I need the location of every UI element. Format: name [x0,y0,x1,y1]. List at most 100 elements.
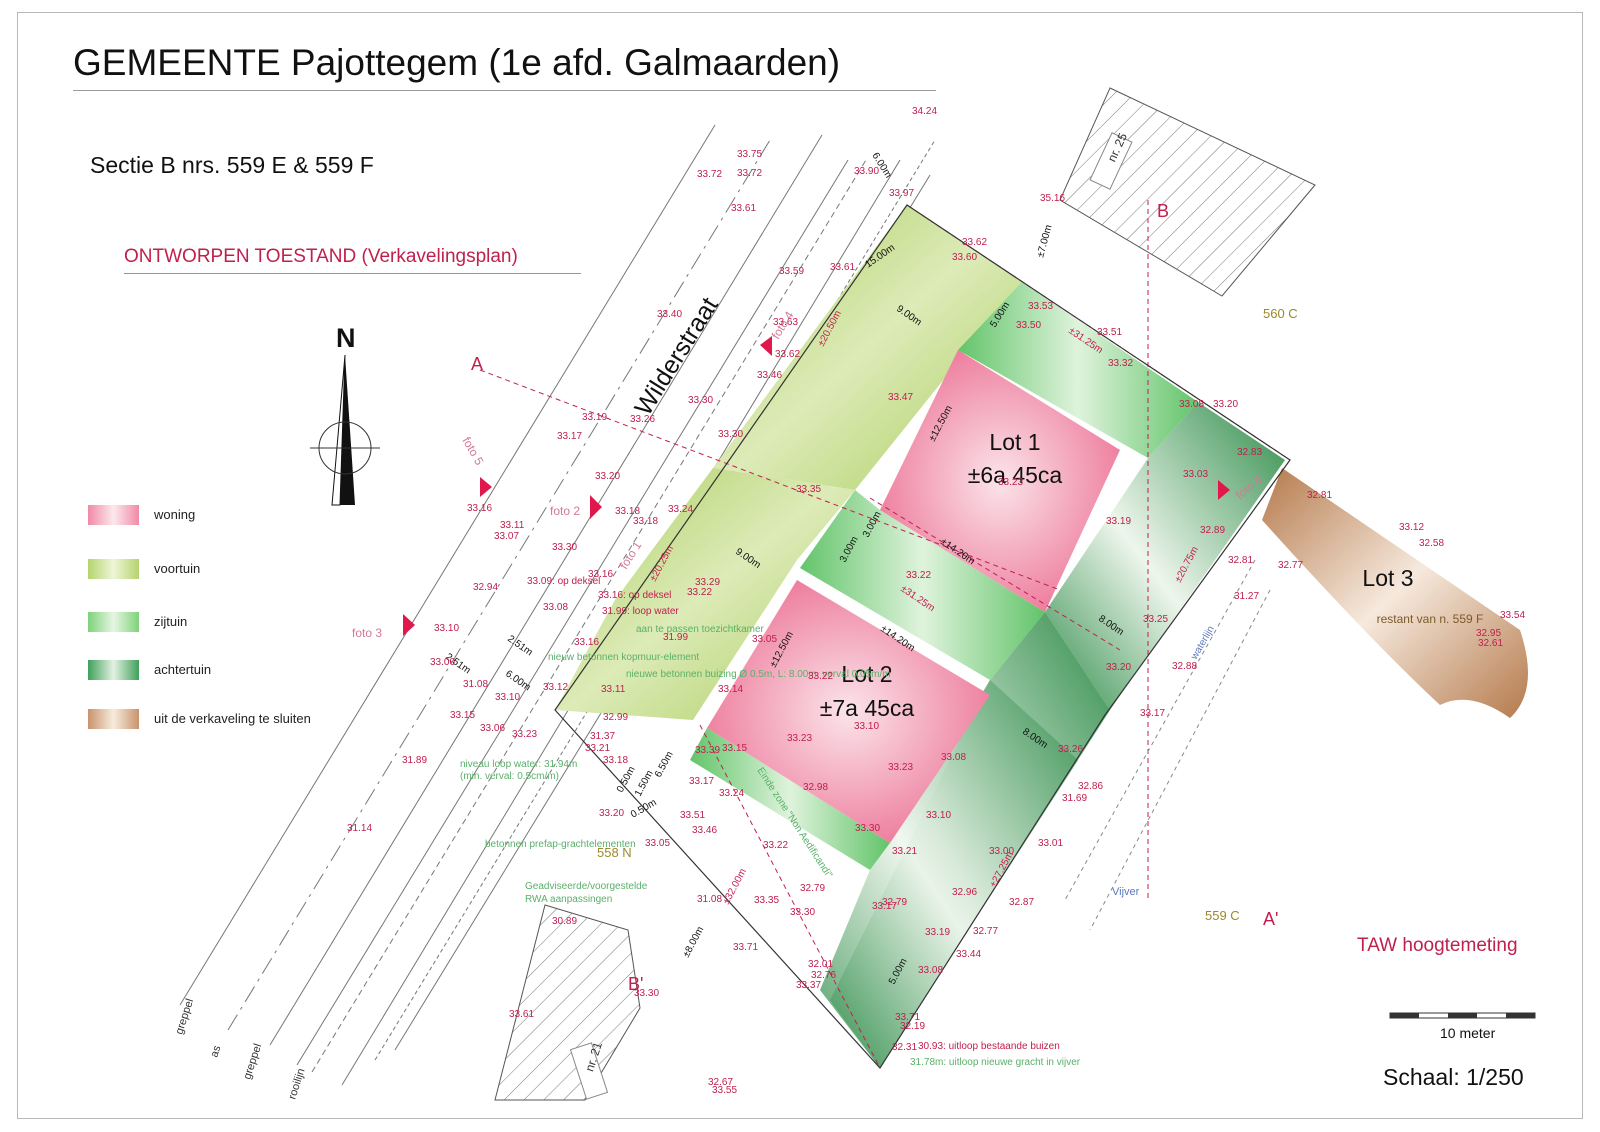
spot-height: 33.30 [552,542,577,553]
dimension-label: 2.51m [505,633,534,658]
dimension-label: ±7.00m [1035,224,1054,259]
spot-height: 31.08 [697,894,722,905]
spot-height: 33.10 [926,810,951,821]
spot-height: 33.11 [500,520,525,531]
spot-height: 33.18 [615,506,640,517]
spot-height: 32.83 [1237,447,1262,458]
spot-height: 33.14 [718,684,743,695]
photo-2-label: foto 2 [550,504,580,518]
spot-height: 33.54 [1500,610,1525,621]
spot-height: 32.58 [1419,538,1444,549]
spot-height: 33.30 [855,823,880,834]
spot-height: 33.35 [796,484,821,495]
spot-height: 31.27 [1234,591,1259,602]
spot-height: 33.30 [688,395,713,406]
spot-height: 32.81 [1228,555,1253,566]
scale-ratio: Schaal: 1/250 [1383,1064,1524,1090]
page-frame [17,12,1583,1119]
spot-height: 33.90 [854,166,879,177]
spot-height: 33.53 [1028,301,1053,312]
spot-height: 33.18 [603,755,628,766]
spot-height: 33.19 [582,412,607,423]
spot-height: 33.25 [1143,614,1168,625]
woning-lot1 [880,350,1120,612]
spot-height: 33.23 [998,477,1023,488]
spot-height: 33.00 [989,846,1014,857]
spot-height: 32.77 [973,926,998,937]
lot3-excluded-area [1262,468,1528,718]
spot-height: 32.79 [882,897,907,908]
spot-height: 32.99 [603,712,628,723]
road-label-greppel-1: greppel [173,997,196,1036]
spot-height: 33.26 [630,414,655,425]
spot-height: 33.72 [737,168,762,179]
parcel-558n: 558 N [597,845,632,860]
plot-outline [554,204,1291,1069]
spot-height: 33.17 [557,431,582,442]
page-title: GEMEENTE Pajottegem (1e afd. Galmaarden) [73,42,841,83]
spot-height: 31.14 [347,823,372,834]
spot-height: 33.15 [722,743,747,754]
parcel-560c: 560 C [1263,306,1298,321]
annotation-rwa-2: RWA aanpassingen [525,894,612,905]
subtitle-underline [124,273,581,274]
spot-height: 33.17 [872,901,897,912]
dimension-label: 1.50m [633,769,656,799]
spot-height: 33.61 [830,262,855,273]
north-label: N [336,323,356,353]
spot-height: 32.19 [900,1021,925,1032]
legend-swatch [88,612,139,632]
road-label-as: as [208,1044,223,1059]
spot-height: 33.47 [888,392,913,403]
taw-label: TAW hoogtemeting [1357,935,1518,956]
spot-height: 33.17 [689,776,714,787]
spot-height: 33.22 [808,671,833,682]
spot-height: 32.89 [1200,525,1225,536]
road-lines [179,124,936,1086]
spot-height: 33.30 [790,907,815,918]
spot-height: 33.08 [1179,399,1204,410]
achtertuin-lot2-lower [820,680,1078,1068]
legend-label: uit de verkaveling te sluiten [154,711,311,726]
spot-height: 32.95 [1476,628,1501,639]
spot-height: 33.20 [595,471,620,482]
annotation-prefap: betonnen prefap-grachtelementen [485,839,636,850]
spot-height: 33.60 [952,252,977,263]
spot-height: 33.97 [889,188,914,199]
spot-height: 33.35 [754,895,779,906]
spot-height: 33.51 [1097,327,1122,338]
annotation-waterlijn: waterlijn [1189,624,1217,662]
spot-height: 33.62 [962,237,987,248]
spot-height: 32.87 [1009,897,1034,908]
spot-height: 33.17 [1140,708,1165,719]
spot-height: 33.72 [697,169,722,180]
spot-height: 33.22 [687,587,712,598]
legend-label: voortuin [154,561,201,576]
road-label-rooilijn: rooilijn [286,1067,307,1101]
spot-height: 32.81 [1307,490,1332,501]
spot-height: 35.16 [1040,193,1065,204]
spot-height: 33.37 [796,980,821,991]
dimension-label: 6.50m [653,750,676,780]
dimension-label: 6.00m [503,668,532,693]
spot-height: 33.46 [692,825,717,836]
photo-5-label: foto 5 [459,435,486,468]
spot-height: 33.16 [467,503,492,514]
annotation-vijver: Vijver [1112,886,1140,898]
spot-height: 33.16 [588,569,613,580]
spot-height: 33.32 [1108,358,1133,369]
spot-height: 33.62 [775,349,800,360]
scale-bar-label: 10 meter [1440,1025,1496,1041]
annotation-uitloop-2: 31.78m: uitloop nieuwe gracht in vijver [910,1057,1081,1068]
spot-height: 33.30 [634,988,659,999]
nr-21-label-box [569,1042,609,1100]
spot-height: 33.10 [495,692,520,703]
annotation-niveau: niveau loop water: 31.94m [460,759,577,770]
spot-height: 32.79 [800,883,825,894]
zijtuin-lot2-bottom [690,728,890,870]
spot-height: 33.06 [480,723,505,734]
section-a-prime: A' [1263,909,1278,929]
spot-height: 33.21 [892,846,917,857]
dimension-label: ±8.00m [681,925,706,960]
